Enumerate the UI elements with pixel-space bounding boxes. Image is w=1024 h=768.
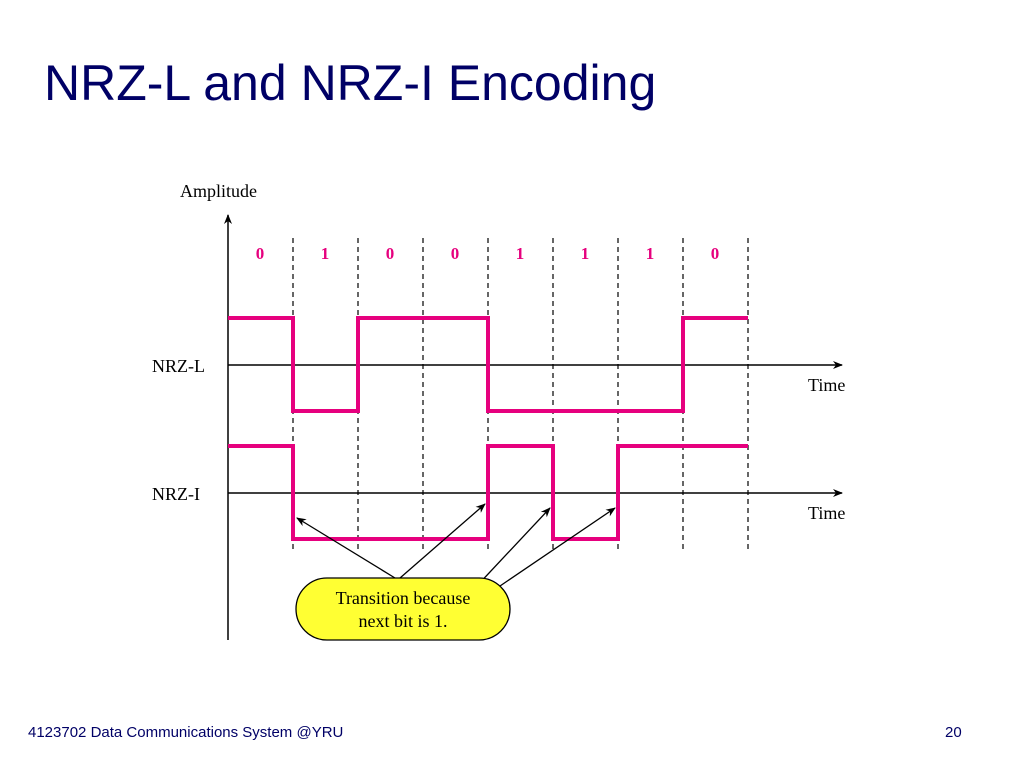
bit-label: 0 <box>711 244 720 263</box>
nrz-l-time-label: Time <box>808 375 845 395</box>
callout-line-1: Transition because <box>336 588 471 608</box>
bit-label: 0 <box>451 244 460 263</box>
bit-labels: 0 1 0 0 1 1 1 0 <box>256 244 720 263</box>
amplitude-label: Amplitude <box>180 181 257 201</box>
callout-arrow-1 <box>296 517 396 579</box>
callout-arrows <box>296 503 616 589</box>
bit-label: 1 <box>646 244 655 263</box>
bit-label: 0 <box>386 244 395 263</box>
bit-label: 1 <box>581 244 590 263</box>
bit-label: 0 <box>256 244 265 263</box>
callout-arrow-2 <box>399 503 486 579</box>
bit-label: 1 <box>516 244 525 263</box>
nrz-i-time-label: Time <box>808 503 845 523</box>
callout-bubble <box>295 577 511 641</box>
bit-label: 1 <box>321 244 330 263</box>
nrz-i-signal <box>228 444 748 541</box>
page-number: 20 <box>945 724 962 741</box>
nrz-l-signal <box>228 316 748 413</box>
callout-arrow-4 <box>499 507 616 587</box>
footer-course-label: 4123702 Data Communications System @YRU <box>28 724 344 741</box>
bit-dividers <box>292 238 749 550</box>
callout-arrow-3 <box>474 507 551 589</box>
callout-line-2: next bit is 1. <box>359 611 448 631</box>
slide-title: NRZ-L and NRZ-I Encoding <box>44 55 657 111</box>
nrz-l-label: NRZ-L <box>152 356 205 376</box>
nrz-i-label: NRZ-I <box>152 484 200 504</box>
